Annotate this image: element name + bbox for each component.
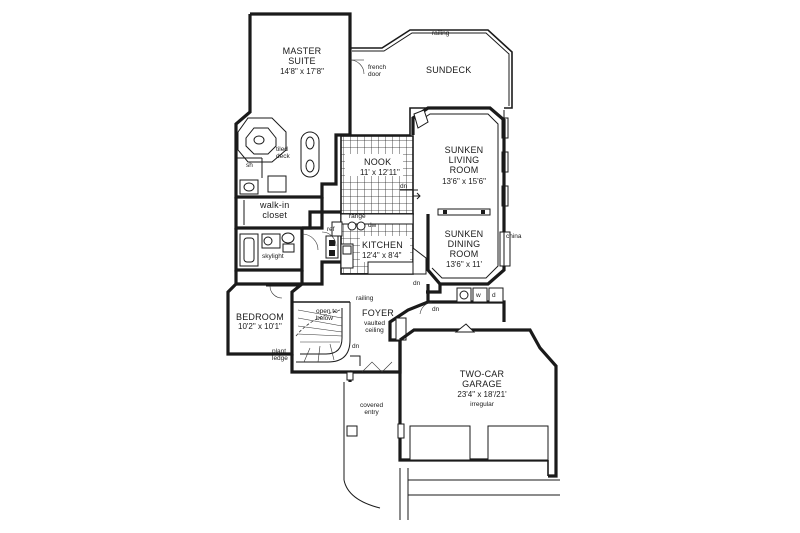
kitchen-label: KITCHEN [362, 240, 403, 250]
sundeck-outline [350, 29, 513, 136]
living-room-name-line2: LIVING [448, 154, 480, 165]
covered-entry-label: covered entry [360, 402, 383, 416]
nook-dims: 11' x 12'11" [360, 168, 400, 177]
living-dining-walls [411, 106, 511, 286]
dining-room-name-line3: ROOM [449, 248, 479, 259]
foyer-note: vaulted ceiling [364, 320, 385, 335]
hall-walls [300, 210, 341, 286]
dn-dining-note: dn [413, 280, 421, 287]
walk-in-closet-line1: walk-in [260, 200, 290, 210]
plant-ledge-note: plant ledge [272, 348, 288, 363]
dn-nook-note: dn [400, 183, 408, 190]
garage-dims: 23'4" x 18'/21' [457, 390, 507, 399]
garage-label: TWO-CAR GARAGE [452, 369, 512, 390]
range-note: range [349, 213, 366, 220]
dining-room-label: SUNKEN DINING ROOM [440, 229, 488, 260]
living-room-name-line3: ROOM [449, 164, 479, 175]
ref-note: ref [327, 226, 335, 233]
open-below-note: open to below [316, 308, 338, 323]
tiled-deck-note: tiled deck [276, 146, 290, 161]
garage-name-line1: TWO-CAR [459, 369, 505, 379]
master-bath-fixtures [236, 117, 320, 195]
railing-note-deck: railing [432, 30, 450, 37]
skylight-note: skylight [262, 253, 284, 260]
kitchen-area [331, 213, 427, 275]
bedroom-walls [226, 270, 303, 356]
master-suite-name-line2: SUITE [288, 55, 316, 66]
living-room-name-line1: SUNKEN [444, 145, 484, 155]
shower-note: sh [246, 162, 253, 169]
laundry-area [419, 284, 506, 322]
dn-stairs-note: dn [352, 343, 360, 350]
kitchen-dims: 12'4" x 8'4" [362, 251, 402, 260]
china-note: china [506, 233, 522, 240]
closet-and-bath-walls [234, 197, 324, 272]
dining-room-name-line1: SUNKEN [444, 229, 484, 239]
living-room-label: SUNKEN LIVING ROOM [440, 145, 488, 176]
french-door-note: french door [368, 64, 387, 79]
railing-note-foyer: railing [356, 295, 374, 302]
nook-label: NOOK [364, 157, 392, 167]
dn-foyer-note: dn [432, 306, 440, 313]
master-suite-label: MASTER SUITE [278, 46, 326, 67]
d-note: d [492, 292, 496, 299]
living-room-dims: 13'6" x 15'6" [442, 177, 486, 186]
nook-area [340, 135, 421, 215]
dining-room-dims: 13'6" x 11' [446, 260, 482, 269]
bedroom-dims: 10'2" x 10'1" [238, 322, 282, 331]
entry-walkways [343, 371, 560, 520]
bedroom-label: BEDROOM [236, 312, 284, 322]
covered-entry-line1: covered [360, 402, 384, 409]
walk-in-closet-line2: closet [262, 209, 288, 220]
foyer-label: FOYER [362, 308, 395, 318]
garage-note: irregular [470, 401, 494, 408]
master-suite-dims: 14'8" x 17'8" [280, 67, 324, 76]
dw-note: dw [368, 222, 377, 229]
covered-entry-line2: entry [364, 409, 379, 417]
w-note: w [476, 292, 481, 299]
garage-walls [397, 323, 558, 478]
garage-name-line2: GARAGE [462, 378, 502, 389]
dining-room-name-line2: DINING [447, 238, 481, 249]
master-suite-name-line1: MASTER [282, 46, 322, 56]
sundeck-label: SUNDECK [426, 65, 472, 75]
walk-in-closet-label: walk-in closet [260, 200, 290, 221]
foyer-stairs [290, 300, 429, 382]
